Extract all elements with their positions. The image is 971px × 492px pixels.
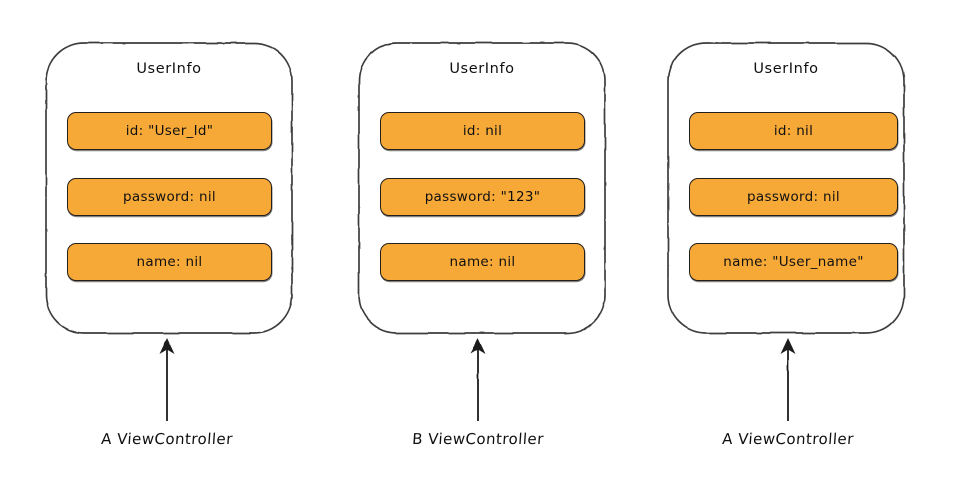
field-pill-name: name: nil bbox=[67, 243, 272, 281]
field-pill-text: id: nil bbox=[462, 123, 503, 139]
field-pill-text: name: nil bbox=[449, 254, 516, 270]
field-pill-password: password: "123" bbox=[380, 178, 585, 216]
field-pill-text: name: "User_name" bbox=[723, 254, 864, 270]
field-pill-name: name: nil bbox=[380, 243, 585, 281]
field-pill-password: password: nil bbox=[689, 178, 898, 216]
field-pill-text: name: nil bbox=[136, 254, 203, 270]
field-pill-text: password: "123" bbox=[424, 189, 541, 205]
field-pill-text: id: "User_Id" bbox=[125, 123, 214, 139]
card-title: UserInfo bbox=[449, 61, 515, 77]
field-pill-text: password: nil bbox=[747, 189, 840, 205]
arrow-2 bbox=[470, 338, 486, 421]
field-pill-text: id: nil bbox=[773, 123, 814, 139]
userinfo-card-2: UserInfo id: nil password: "123" name: n… bbox=[359, 43, 605, 333]
arrow-1 bbox=[159, 338, 175, 421]
field-pill-password: password: nil bbox=[67, 178, 272, 216]
owner-label-1: A ViewController bbox=[100, 430, 234, 448]
card-title: UserInfo bbox=[136, 61, 202, 77]
owner-label-3: A ViewController bbox=[721, 430, 855, 448]
owner-label-2: B ViewController bbox=[411, 430, 545, 448]
arrow-3 bbox=[780, 338, 796, 421]
card-title: UserInfo bbox=[753, 61, 819, 77]
field-pill-id: id: nil bbox=[689, 112, 898, 150]
field-pill-id: id: "User_Id" bbox=[67, 112, 272, 150]
field-pill-name: name: "User_name" bbox=[689, 243, 898, 281]
field-pill-text: password: nil bbox=[123, 189, 216, 205]
field-pill-id: id: nil bbox=[380, 112, 585, 150]
userinfo-card-1: UserInfo id: "User_Id" password: nil nam… bbox=[46, 43, 292, 333]
userinfo-card-3: UserInfo id: nil password: nil name: "Us… bbox=[668, 43, 904, 333]
